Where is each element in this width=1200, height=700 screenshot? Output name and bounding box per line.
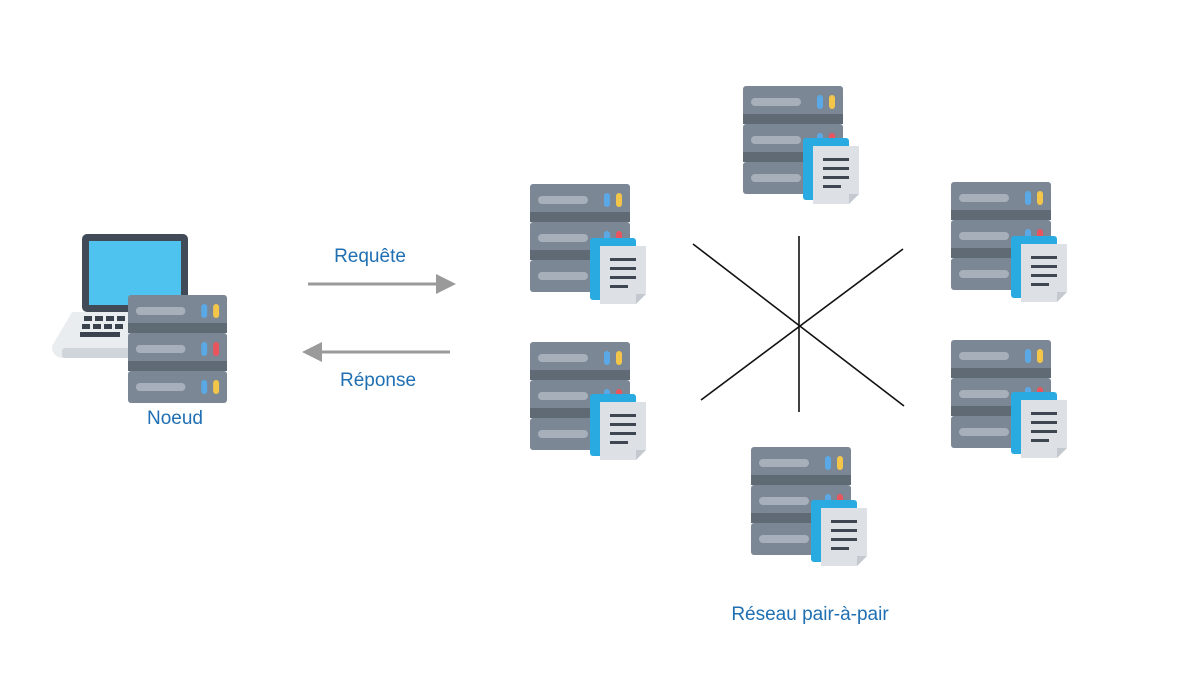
peer-server-right-upper [951, 182, 1067, 302]
peer-server-left-lower [530, 342, 646, 460]
request-label: Requête [334, 246, 406, 267]
request-arrow [308, 274, 456, 294]
network-links [692, 236, 905, 412]
peer-server-right-lower [951, 340, 1067, 458]
peer-server-top [743, 86, 859, 204]
response-label: Réponse [339, 370, 417, 391]
server-icon [128, 295, 227, 403]
client-node [52, 234, 227, 403]
network-label: Réseau pair-à-pair [731, 604, 889, 625]
response-arrow [302, 342, 450, 362]
peer-server-left-upper [530, 184, 646, 304]
node-label: Noeud [147, 408, 203, 429]
peer-server-bottom [751, 447, 867, 566]
